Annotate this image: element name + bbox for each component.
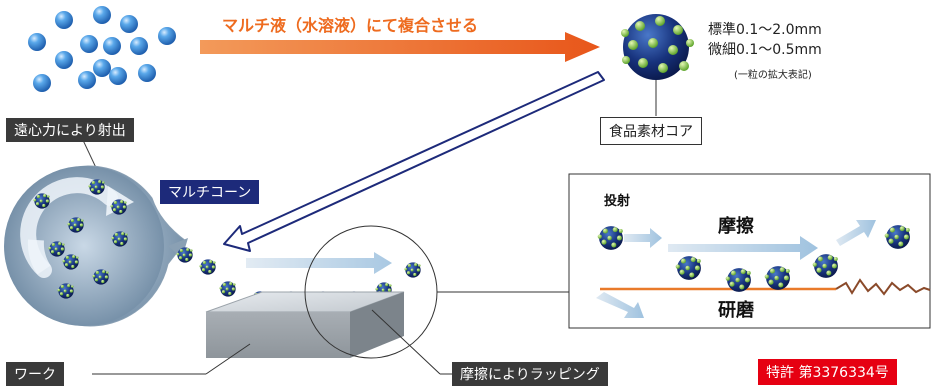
liquid-particles <box>28 6 176 92</box>
process-title: マルチ液（水溶液）にて複合させる <box>222 16 479 35</box>
centrifugal-wheel <box>4 137 188 327</box>
lapping-inset <box>568 173 931 329</box>
inset-polishing-label: 研磨 <box>718 300 754 321</box>
food-core-particle <box>621 14 694 116</box>
workpiece <box>205 291 405 358</box>
work-label: ワーク <box>6 362 64 386</box>
lapping-label: 摩擦によりラッピング <box>452 362 608 386</box>
spec-fine: 微細0.1〜0.5mm <box>708 42 822 58</box>
multicone-label: マルチコーン <box>160 180 260 204</box>
inset-projection-label: 投射 <box>604 194 631 209</box>
patent-badge: 特許 第3376334号 <box>758 359 897 385</box>
spec-standard: 標準0.1〜2.0mm <box>708 22 822 38</box>
process-arrow <box>200 32 600 62</box>
transfer-arrow <box>223 71 605 252</box>
inset-friction-label: 摩擦 <box>718 216 754 237</box>
centrifugal-label: 遠心力により射出 <box>6 118 134 142</box>
spec-note: (一粒の拡大表記) <box>734 70 812 81</box>
magnifier-circle <box>92 225 569 375</box>
food-core-label: 食品素材コア <box>600 117 702 145</box>
